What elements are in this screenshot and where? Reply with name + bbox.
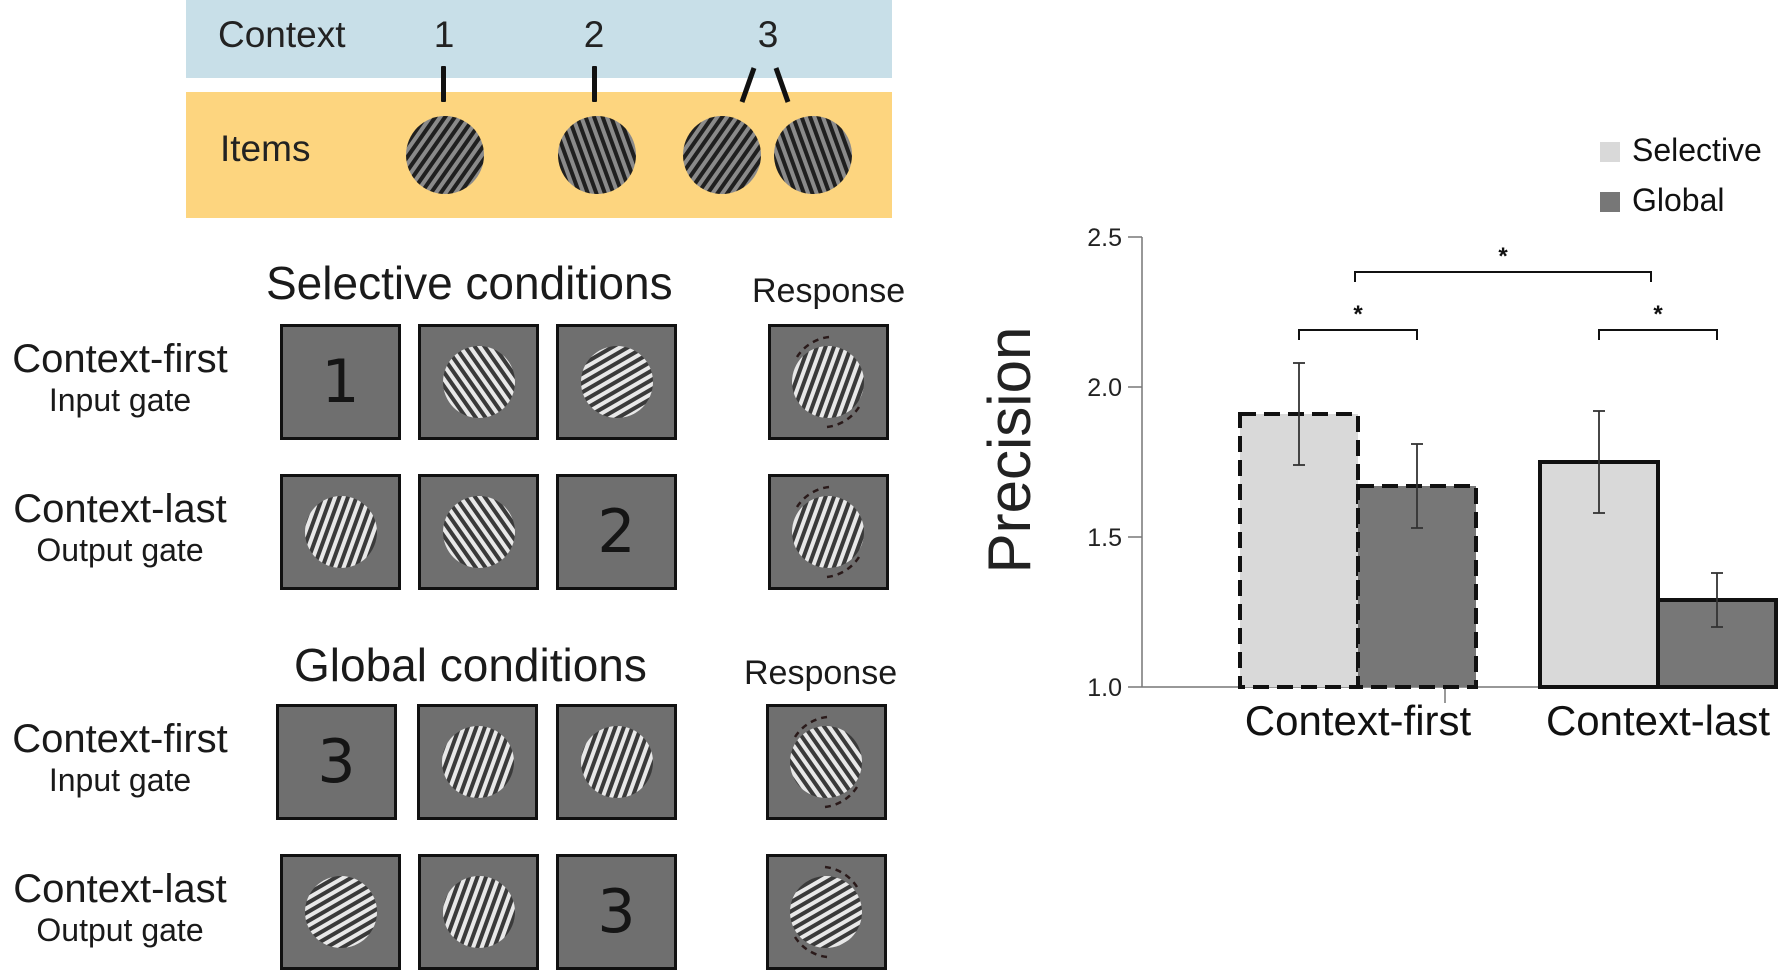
row-subtitle: Input gate [48,762,192,798]
items-label: Items [220,128,311,169]
grating-panel [280,474,401,590]
grating-panel [280,854,401,970]
response-stimulus [790,715,862,809]
grating-stimulus [580,346,653,418]
row-label-selective-last: Context-last Output gate [0,486,240,568]
response-panel [768,474,889,590]
row-label-global-last: Context-last Output gate [0,866,240,948]
response-panel [768,324,889,440]
connector-line [441,66,446,102]
connector-line [592,66,597,102]
connector-fork [739,67,791,103]
cue-panel: 3 [276,704,397,820]
y-tick-label: 2.5 [1087,224,1122,252]
rotate-arrow-icon [795,335,830,358]
significance-bracket [1354,271,1652,282]
context-band [186,0,892,78]
grating-item [558,116,636,194]
grating-panel [418,324,539,440]
response-stimulus [792,485,864,579]
grating-stimulus [304,496,377,568]
rotate-arrow-icon [826,556,861,579]
row-title: Context-first [12,337,228,381]
grating-panel [417,704,538,820]
context-number-3: 3 [757,14,779,55]
grating-stimulus [442,496,515,568]
y-tick-label: 1.0 [1087,674,1122,702]
legend-swatch [1600,142,1620,162]
rotate-arrow-icon [793,936,828,959]
legend-label: Global [1632,182,1725,218]
context-number-1: 1 [433,14,455,55]
response-panel [766,704,887,820]
selective-response-title: Response [752,272,906,310]
y-tick-label: 2.0 [1087,374,1122,402]
row-subtitle: Output gate [36,912,204,948]
row-label-selective-first: Context-first Input gate [0,336,240,418]
significance-star: * [1353,301,1363,328]
context-cue-digit: 2 [597,497,636,567]
grating-item [406,116,484,194]
row-title: Context-last [13,487,227,531]
grating-stimulus [580,726,653,798]
grating-stimulus [441,726,514,798]
significance-star: * [1653,301,1663,328]
context-cue-digit: 3 [317,727,356,797]
response-panel [766,854,887,970]
grating-stimulus [442,876,515,948]
grating-panel [556,704,677,820]
y-axis-label: Precision [976,327,1043,574]
row-title: Context-last [13,867,227,911]
x-tick-label: Context-last [1546,697,1770,744]
cue-panel: 2 [556,474,677,590]
row-subtitle: Output gate [36,532,204,568]
cue-panel: 3 [556,854,677,970]
x-tick-label: Context-first [1245,697,1472,744]
context-label: Context [218,14,346,55]
rotate-arrow-icon [795,485,830,508]
context-cue-digit: 1 [321,347,360,417]
context-cue-digit: 3 [597,877,636,947]
grating-item [774,116,852,194]
significance-star: * [1498,243,1508,270]
context-number-2: 2 [583,14,605,55]
grating-panel [418,854,539,970]
row-title: Context-first [12,717,228,761]
grating-stimulus [304,876,377,948]
significance-bracket [1598,329,1718,340]
rotate-arrow-icon [793,715,828,738]
grating-stimulus [442,346,515,418]
grating-panel [556,324,677,440]
selective-title: Selective conditions [266,257,673,309]
row-subtitle: Input gate [48,382,192,418]
rotate-arrow-icon [824,786,859,809]
cue-panel: 1 [280,324,401,440]
global-title: Global conditions [294,639,647,691]
legend-label: Selective [1632,132,1762,168]
response-stimulus [792,335,864,429]
row-label-global-first: Context-first Input gate [0,716,240,798]
global-response-title: Response [744,654,898,692]
rotate-arrow-icon [824,865,859,888]
grating-item [683,116,761,194]
grating-panel [418,474,539,590]
y-tick-label: 1.5 [1087,524,1122,552]
legend-swatch [1600,192,1620,212]
rotate-arrow-icon [826,406,861,429]
significance-bracket [1298,329,1418,340]
response-stimulus [790,865,862,959]
